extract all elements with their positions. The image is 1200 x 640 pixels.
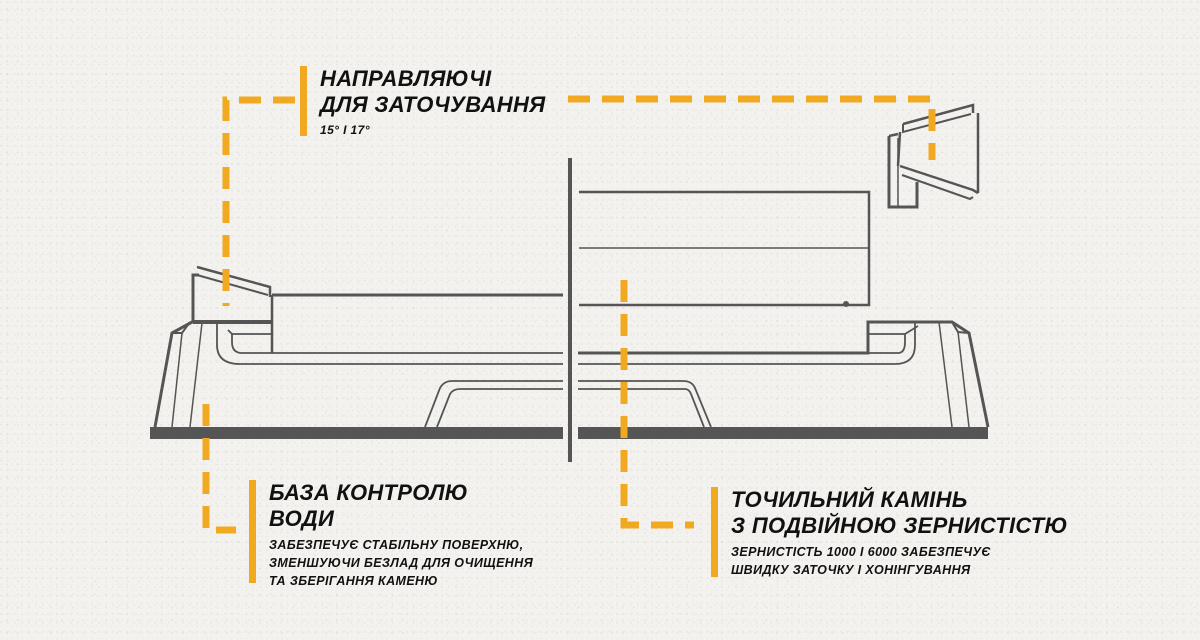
callout-title: НАПРАВЛЯЮЧІ xyxy=(320,66,492,91)
callout-accent-bar xyxy=(249,480,256,583)
callout-accent-bar xyxy=(300,66,307,136)
callout-title: БАЗА КОНТРОЛЮ xyxy=(269,480,469,505)
leader-stone xyxy=(620,280,694,529)
base-foot-right xyxy=(578,380,712,428)
base-tray-outer-right xyxy=(578,322,916,365)
callout-description: ТА ЗБЕРІГАННЯ КАМЕНЮ xyxy=(269,574,438,588)
callout-subtitle: 15° І 17° xyxy=(320,123,370,137)
callout-sharpening-guides: НАПРАВЛЯЮЧІ ДЛЯ ЗАТОЧУВАННЯ 15° І 17° xyxy=(300,66,546,137)
base-tray-outer xyxy=(216,322,563,365)
callout-description: ШВИДКУ ЗАТОЧКУ І ХОНІНГУВАННЯ xyxy=(731,563,971,577)
water-control-base-left xyxy=(150,320,563,439)
sharpening-guide-detached xyxy=(887,103,980,209)
callout-title: З ПОДВІЙНОЮ ЗЕРНИСТІСТЮ xyxy=(731,513,1068,538)
base-bottom-bar-right xyxy=(578,427,988,439)
callout-accent-bar xyxy=(711,487,718,577)
callout-water-control-base: БАЗА КОНТРОЛЮ ВОДИ ЗАБЕЗПЕЧУЄ СТАБІЛЬНУ … xyxy=(249,480,534,588)
water-control-base-right xyxy=(578,320,990,439)
whetstone xyxy=(579,190,871,307)
base-tray-inner xyxy=(227,329,563,354)
base-foot-left xyxy=(424,380,563,428)
sharpening-guide-left xyxy=(191,265,563,353)
callout-dual-grit-whetstone: ТОЧИЛЬНИЙ КАМІНЬ З ПОДВІЙНОЮ ЗЕРНИСТІСТЮ… xyxy=(711,487,1068,577)
callout-title: ВОДИ xyxy=(269,506,335,531)
leader-guides-right xyxy=(568,95,936,160)
callout-description: ЗМЕНШУЮЧИ БЕЗЛАД ДЛЯ ОЧИЩЕННЯ xyxy=(269,556,534,570)
leader-base xyxy=(202,404,236,534)
callout-description: ЗЕРНИСТІСТЬ 1000 І 6000 ЗАБЕЗПЕЧУЄ xyxy=(731,545,991,559)
callout-title: ДЛЯ ЗАТОЧУВАННЯ xyxy=(320,92,546,117)
base-bottom-bar-left xyxy=(150,427,563,439)
callout-description: ЗАБЕЗПЕЧУЄ СТАБІЛЬНУ ПОВЕРХНЮ, xyxy=(269,538,524,552)
callout-title: ТОЧИЛЬНИЙ КАМІНЬ xyxy=(731,487,968,512)
leader-guides-left xyxy=(222,96,295,306)
